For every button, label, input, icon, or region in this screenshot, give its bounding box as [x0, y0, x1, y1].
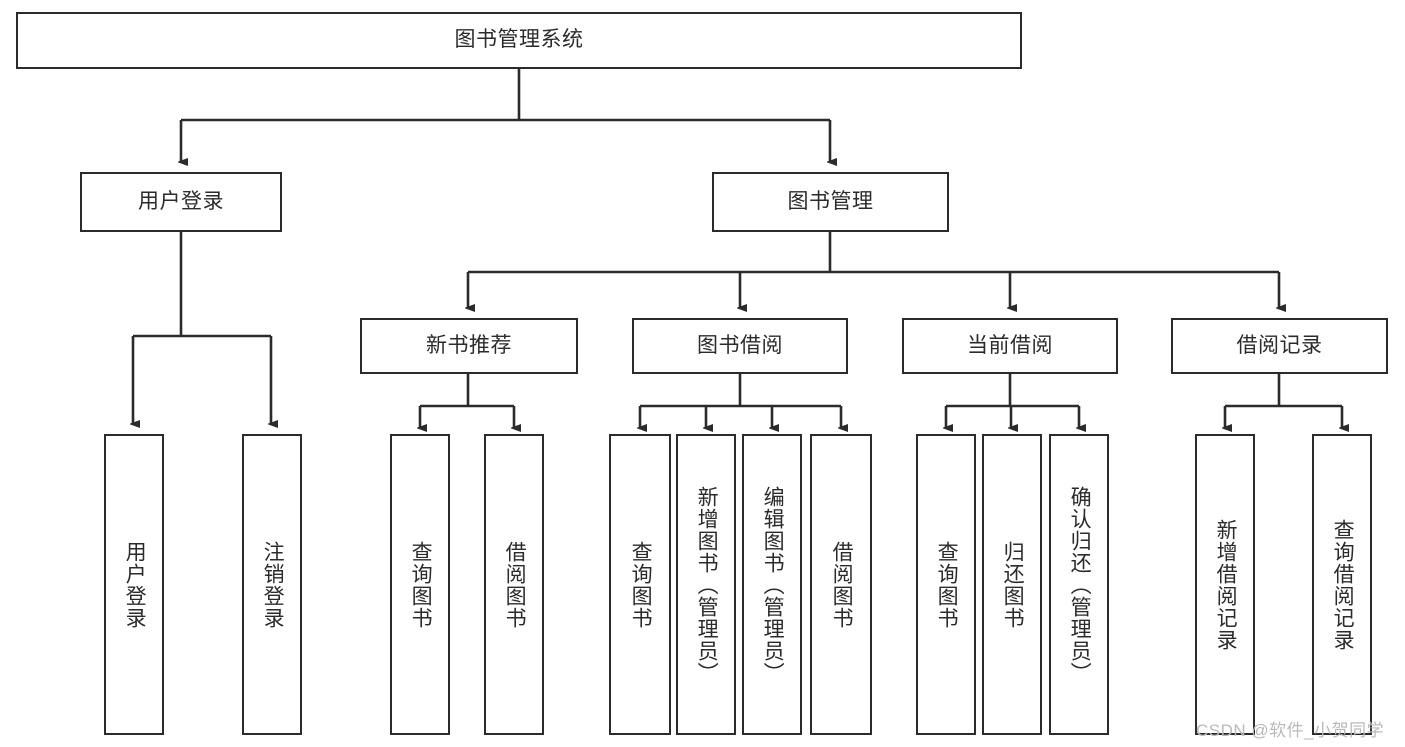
leaf-new-book-borrow[interactable]: 借阅图书 — [484, 434, 544, 735]
node-label: 当前借阅 — [967, 333, 1053, 357]
node-label: 用户登录 — [138, 189, 224, 213]
leaf-new-book-query[interactable]: 查询图书 — [390, 434, 450, 735]
node-label: 图书借阅 — [697, 333, 783, 357]
leaf-record-query-record[interactable]: 查询借阅记录 — [1312, 434, 1372, 735]
node-label: 确认归还（管理员） — [1068, 485, 1092, 684]
node-root-system[interactable]: 图书管理系统 — [16, 12, 1022, 69]
node-label: 编辑图书（管理员） — [761, 485, 785, 684]
leaf-borrow-edit-book-admin[interactable]: 编辑图书（管理员） — [742, 434, 802, 735]
node-label: 借阅图书 — [830, 540, 854, 629]
node-label: 注销登录 — [261, 540, 285, 629]
node-current-borrow[interactable]: 当前借阅 — [902, 318, 1118, 374]
node-label: 用户登录 — [123, 540, 147, 629]
node-label: 查询图书 — [935, 540, 959, 629]
node-label: 归还图书 — [1001, 540, 1025, 629]
leaf-user-login-login[interactable]: 用户登录 — [104, 434, 164, 735]
node-label: 查询借阅记录 — [1331, 518, 1355, 651]
leaf-user-login-logout[interactable]: 注销登录 — [242, 434, 302, 735]
node-label: 借阅记录 — [1236, 333, 1323, 357]
node-label: 新增借阅记录 — [1214, 518, 1238, 651]
node-book-management[interactable]: 图书管理 — [712, 172, 949, 232]
leaf-current-return-book[interactable]: 归还图书 — [982, 434, 1042, 735]
node-label: 新增图书（管理员） — [695, 485, 719, 684]
leaf-borrow-borrow-book[interactable]: 借阅图书 — [810, 434, 872, 735]
node-label: 查询图书 — [629, 540, 653, 629]
leaf-borrow-add-book-admin[interactable]: 新增图书（管理员） — [676, 434, 736, 735]
node-book-borrow[interactable]: 图书借阅 — [632, 318, 848, 374]
leaf-current-confirm-return-admin[interactable]: 确认归还（管理员） — [1049, 434, 1109, 735]
node-label: 新书推荐 — [426, 333, 512, 357]
node-borrow-record[interactable]: 借阅记录 — [1171, 318, 1388, 374]
csdn-watermark: CSDN @软件_小贺同学 — [1196, 721, 1385, 740]
node-label: 借阅图书 — [503, 540, 527, 629]
node-label: 查询图书 — [409, 540, 433, 629]
node-label: 图书管理系统 — [454, 28, 584, 52]
leaf-current-query-book[interactable]: 查询图书 — [916, 434, 976, 735]
leaf-record-add-record[interactable]: 新增借阅记录 — [1195, 434, 1255, 735]
node-user-login[interactable]: 用户登录 — [80, 172, 282, 232]
node-label: 图书管理 — [787, 189, 874, 213]
node-new-book-recommend[interactable]: 新书推荐 — [360, 318, 578, 374]
leaf-borrow-query-book[interactable]: 查询图书 — [609, 434, 671, 735]
